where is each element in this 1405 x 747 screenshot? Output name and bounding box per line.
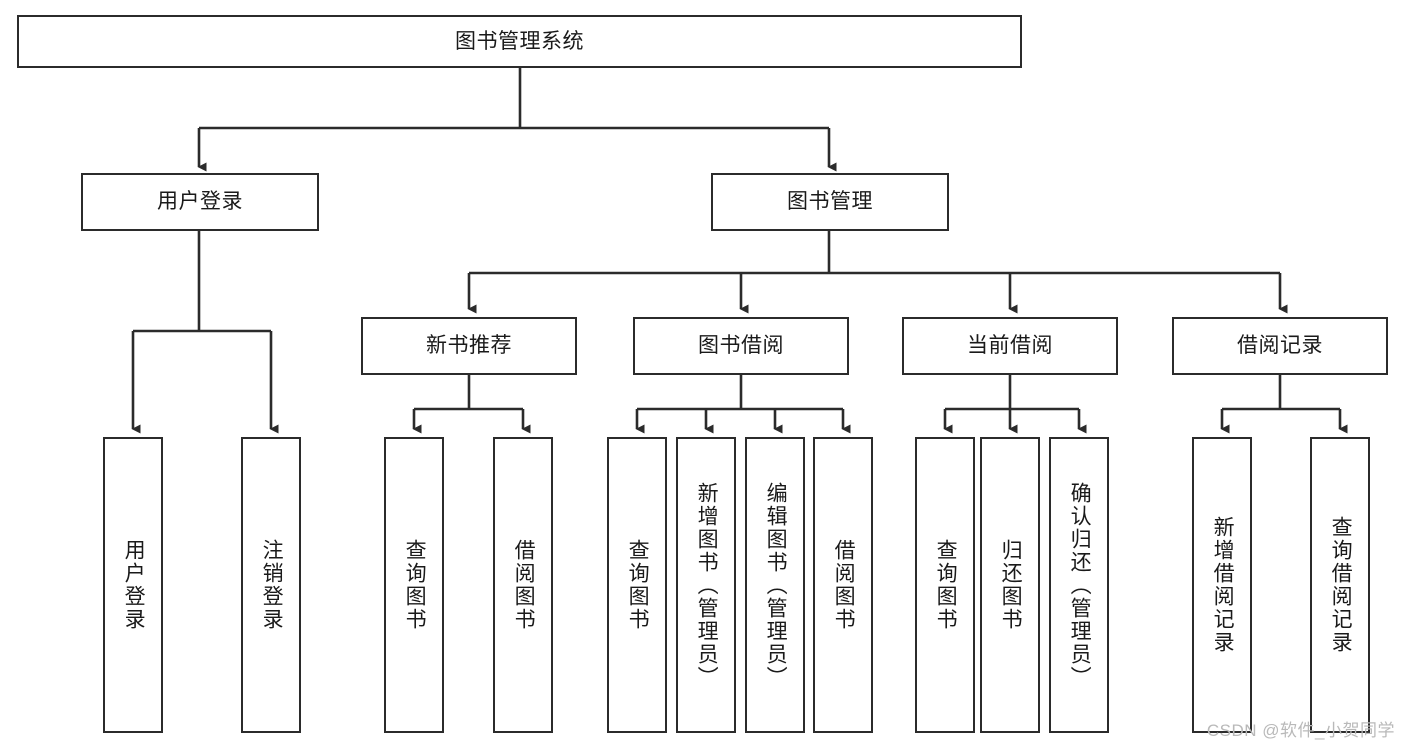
node-leaf-query-book-1-label: 查询图书 (403, 539, 427, 631)
node-leaf-add-book[interactable]: 新增图书（管理员） (676, 437, 736, 733)
node-leaf-borrow-book-2[interactable]: 借阅图书 (813, 437, 873, 733)
node-root-label: 图书管理系统 (455, 29, 584, 53)
node-current-borrow[interactable]: 当前借阅 (902, 317, 1118, 375)
node-leaf-edit-book[interactable]: 编辑图书（管理员） (745, 437, 805, 733)
node-leaf-user-login-label: 用户登录 (122, 539, 146, 631)
node-book-borrow-label: 图书借阅 (698, 334, 784, 358)
node-leaf-logout-label: 注销登录 (260, 539, 284, 631)
node-leaf-add-record-label: 新增借阅记录 (1211, 516, 1235, 654)
node-book-manage-label: 图书管理 (787, 190, 873, 214)
node-leaf-add-book-label: 新增图书（管理员） (695, 481, 719, 689)
node-leaf-query-record[interactable]: 查询借阅记录 (1310, 437, 1370, 733)
node-current-borrow-label: 当前借阅 (967, 334, 1053, 358)
node-root[interactable]: 图书管理系统 (17, 15, 1022, 68)
node-leaf-query-book-3[interactable]: 查询图书 (915, 437, 975, 733)
node-borrow-record[interactable]: 借阅记录 (1172, 317, 1388, 375)
node-leaf-return-book-label: 归还图书 (999, 539, 1023, 631)
node-leaf-query-book-1[interactable]: 查询图书 (384, 437, 444, 733)
node-leaf-confirm-return-label: 确认归还（管理员） (1068, 481, 1092, 689)
node-leaf-borrow-book-1-label: 借阅图书 (512, 539, 536, 631)
node-leaf-query-book-2-label: 查询图书 (626, 539, 650, 631)
node-book-manage[interactable]: 图书管理 (711, 173, 949, 231)
node-leaf-borrow-book-2-label: 借阅图书 (832, 539, 856, 631)
node-book-borrow[interactable]: 图书借阅 (633, 317, 849, 375)
node-leaf-query-book-3-label: 查询图书 (934, 539, 958, 631)
node-user-login-label: 用户登录 (157, 190, 243, 214)
node-leaf-return-book[interactable]: 归还图书 (980, 437, 1040, 733)
node-borrow-record-label: 借阅记录 (1237, 334, 1323, 358)
node-new-book-rec[interactable]: 新书推荐 (361, 317, 577, 375)
node-leaf-confirm-return[interactable]: 确认归还（管理员） (1049, 437, 1109, 733)
node-leaf-edit-book-label: 编辑图书（管理员） (764, 481, 788, 689)
node-leaf-query-record-label: 查询借阅记录 (1329, 516, 1353, 654)
node-user-login[interactable]: 用户登录 (81, 173, 319, 231)
node-leaf-query-book-2[interactable]: 查询图书 (607, 437, 667, 733)
node-leaf-user-login[interactable]: 用户登录 (103, 437, 163, 733)
node-leaf-borrow-book-1[interactable]: 借阅图书 (493, 437, 553, 733)
node-leaf-logout[interactable]: 注销登录 (241, 437, 301, 733)
node-leaf-add-record[interactable]: 新增借阅记录 (1192, 437, 1252, 733)
node-new-book-rec-label: 新书推荐 (426, 334, 512, 358)
